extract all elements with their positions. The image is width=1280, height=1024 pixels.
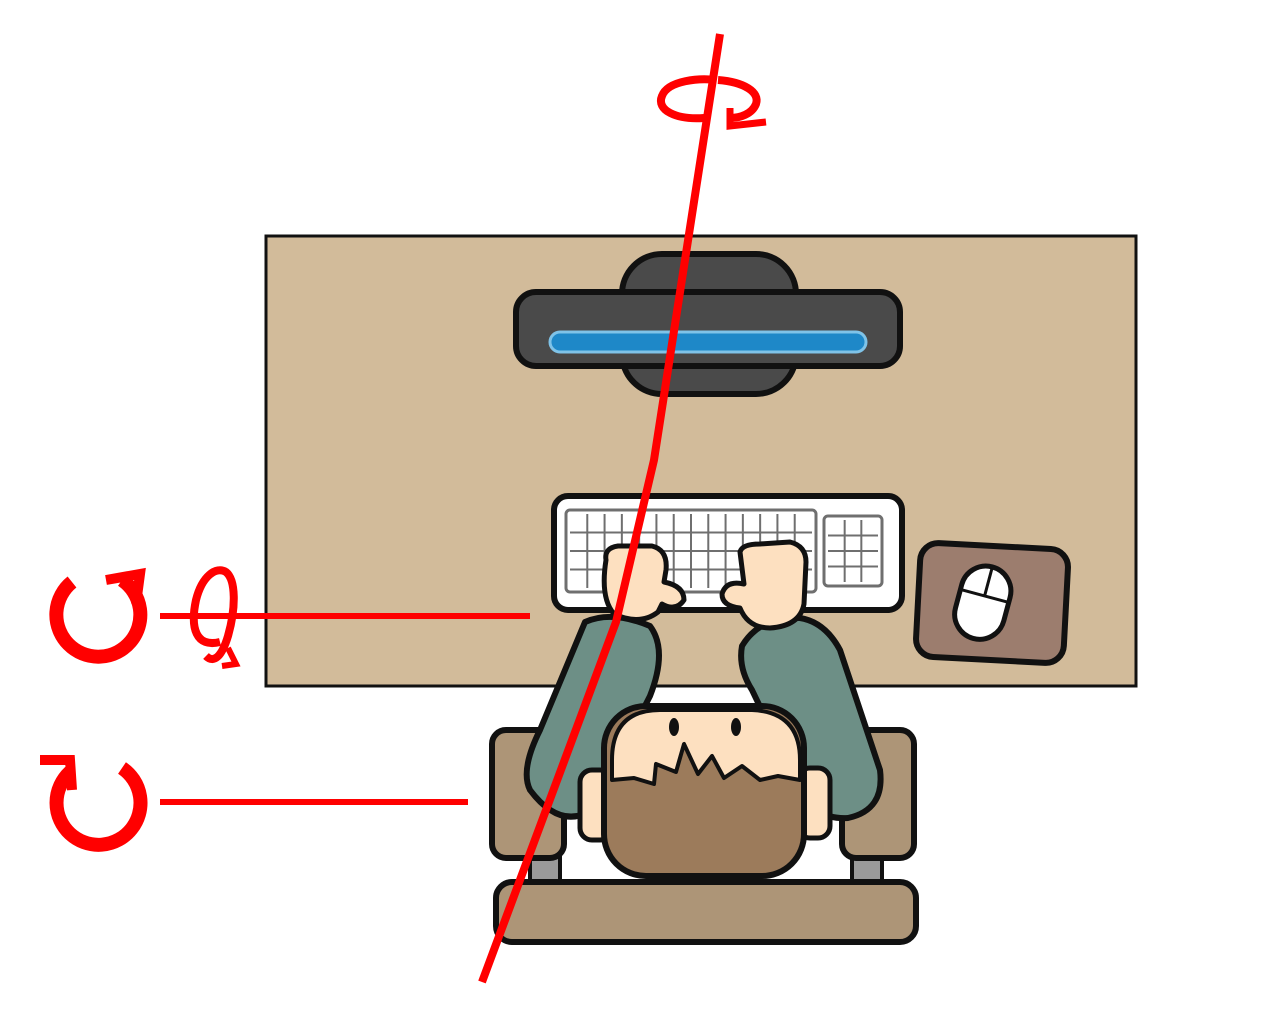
monitor bbox=[513, 289, 903, 369]
top-axis-rotation-icon bbox=[656, 75, 767, 130]
right-hand bbox=[719, 539, 809, 631]
left-upper-rotation-icon bbox=[49, 567, 148, 664]
left-upper-axis-rotation-icon bbox=[189, 566, 241, 669]
chair-seat bbox=[493, 879, 919, 945]
right-eye bbox=[731, 718, 741, 736]
face bbox=[610, 708, 802, 786]
monitor-screen bbox=[548, 330, 868, 354]
left-lower-rotation-icon bbox=[40, 755, 148, 852]
mouse-pad bbox=[913, 540, 1071, 666]
mouse-icon bbox=[952, 563, 1014, 642]
red-axes bbox=[160, 33, 724, 984]
left-eye bbox=[669, 718, 679, 736]
tilt-axis-line bbox=[478, 33, 724, 984]
